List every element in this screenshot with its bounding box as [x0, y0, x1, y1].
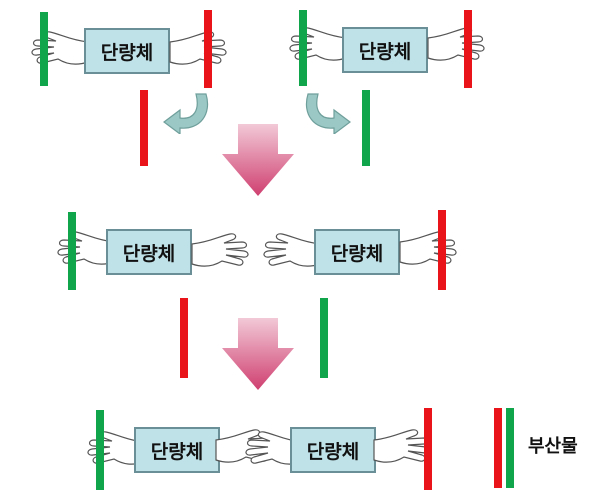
legend-label: 부산물: [528, 436, 578, 457]
curved-arrow-icon: [163, 93, 209, 134]
monomer-label: 단량체: [150, 440, 204, 463]
red-bond-bar: [424, 408, 432, 490]
legend-green-bar: [506, 408, 514, 488]
green-bond-bar: [96, 410, 104, 490]
green-bond-bar: [68, 212, 76, 290]
monomer-box: 단량체: [342, 27, 428, 73]
green-bond-bar: [299, 10, 307, 86]
monomer-box: 단량체: [106, 229, 192, 275]
green-released-bar: [320, 298, 328, 378]
monomer-label: 단량체: [358, 40, 412, 63]
hand-icon: [399, 231, 457, 265]
monomer-label: 단량체: [100, 41, 154, 64]
down-arrow-icon: [222, 124, 294, 196]
legend-red-bar: [494, 408, 502, 488]
green-released-bar: [362, 90, 370, 166]
monomer-box: 단량체: [314, 229, 400, 275]
monomer-label: 단량체: [306, 440, 360, 463]
hand-icon: [289, 27, 347, 61]
monomer-label: 단량체: [330, 242, 384, 265]
hand-icon: [373, 429, 431, 463]
monomer-box: 단량체: [134, 427, 220, 473]
red-bond-bar: [464, 10, 472, 88]
red-bond-bar: [204, 10, 212, 88]
hand-icon: [31, 31, 89, 65]
green-bond-bar: [40, 12, 48, 86]
hand-icon: [191, 233, 249, 267]
hand-icon: [169, 31, 227, 65]
red-bond-bar: [438, 210, 446, 290]
red-released-bar: [140, 90, 148, 166]
hand-icon: [427, 27, 485, 61]
down-arrow-icon: [222, 318, 294, 390]
monomer-label: 단량체: [122, 242, 176, 265]
hand-icon: [263, 233, 321, 267]
monomer-box: 단량체: [290, 427, 376, 473]
hand-icon: [245, 431, 303, 465]
curved-arrow-icon: [305, 93, 351, 134]
monomer-box: 단량체: [84, 28, 170, 74]
red-released-bar: [180, 298, 188, 378]
